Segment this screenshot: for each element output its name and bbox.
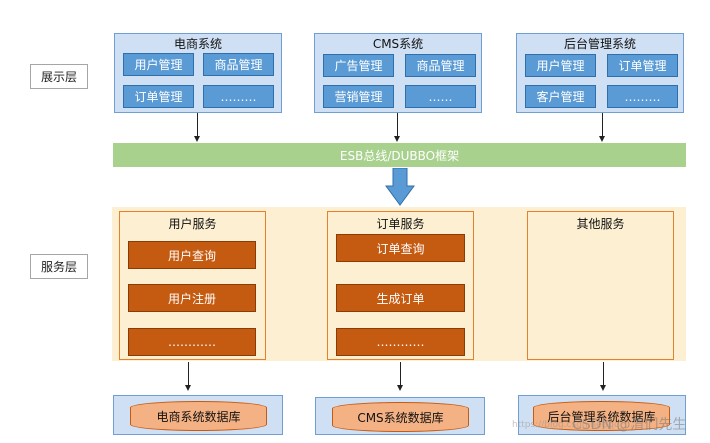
arrow-down-icon (599, 136, 605, 142)
system-admin: 后台管理系统 用户管理 订单管理 客户管理 ……… (516, 33, 684, 113)
database-label: 后台管理系统数据库 (547, 409, 656, 424)
database-cms: CMS系统数据库 (315, 397, 485, 435)
system-cms: CMS系统 广告管理 商品管理 营销管理 …… (314, 33, 482, 113)
database-cylinder: CMS系统数据库 (332, 402, 469, 432)
connector-line (400, 362, 401, 386)
system-title: 电商系统 (173, 37, 222, 51)
watermark-url: https://blog.csdn.net/qq_... (512, 420, 633, 430)
database-cylinder: 电商系统数据库 (130, 401, 267, 431)
service-item-create-order: 生成订单 (336, 284, 465, 312)
connector-line (197, 113, 198, 137)
database-label: 电商系统数据库 (156, 409, 241, 424)
system-title: CMS系统 (372, 37, 424, 51)
service-item-ellipsis: ………… (336, 328, 465, 356)
arrow-down-icon (600, 385, 606, 391)
system-ecommerce: 电商系统 用户管理 商品管理 订单管理 ……… (114, 33, 282, 113)
arrow-down-icon (394, 136, 400, 142)
service-other: 其他服务 (527, 211, 674, 360)
arrow-down-icon (185, 385, 191, 391)
arrow-down-icon (397, 385, 403, 391)
module-product-management: 商品管理 (203, 53, 274, 76)
module-order-management: 订单管理 (123, 85, 194, 108)
service-order: 订单服务 订单查询 生成订单 ………… (327, 211, 474, 360)
service-title: 用户服务 (168, 217, 217, 231)
layer-label-service: 服务层 (30, 254, 88, 279)
module-order-management: 订单管理 (607, 54, 678, 77)
esb-bus-bar: ESB总线/DUBBO框架 (113, 143, 686, 167)
arrow-down-icon (194, 136, 200, 142)
service-item-ellipsis: ………… (128, 328, 256, 356)
system-title: 后台管理系统 (563, 37, 636, 51)
database-label: CMS系统数据库 (357, 410, 444, 425)
database-cylinder: 后台管理系统数据库 (533, 401, 670, 431)
watermark-text: CSDN @清们先生 (572, 417, 687, 433)
connector-line (397, 113, 398, 137)
layer-label-presentation: 展示层 (30, 64, 88, 89)
module-ellipsis: ……… (607, 85, 678, 108)
big-down-arrow-icon (385, 168, 415, 206)
module-user-management: 用户管理 (123, 53, 194, 76)
service-item-user-register: 用户注册 (128, 284, 256, 312)
database-ecommerce: 电商系统数据库 (113, 395, 283, 435)
service-item-order-query: 订单查询 (336, 234, 465, 262)
module-user-management: 用户管理 (525, 54, 596, 77)
module-marketing-management: 营销管理 (323, 85, 394, 108)
service-title: 其他服务 (576, 217, 625, 231)
service-user: 用户服务 用户查询 用户注册 ………… (119, 211, 266, 360)
service-item-user-query: 用户查询 (128, 241, 256, 269)
module-customer-management: 客户管理 (525, 85, 596, 108)
connector-line (602, 113, 603, 137)
module-ellipsis: …… (405, 85, 476, 108)
database-admin: 后台管理系统数据库 (518, 395, 686, 435)
connector-line (188, 362, 189, 386)
service-title: 订单服务 (376, 217, 425, 231)
module-product-management: 商品管理 (405, 54, 476, 77)
module-ellipsis: ……… (203, 85, 274, 108)
module-ad-management: 广告管理 (323, 54, 394, 77)
connector-line (603, 362, 604, 386)
